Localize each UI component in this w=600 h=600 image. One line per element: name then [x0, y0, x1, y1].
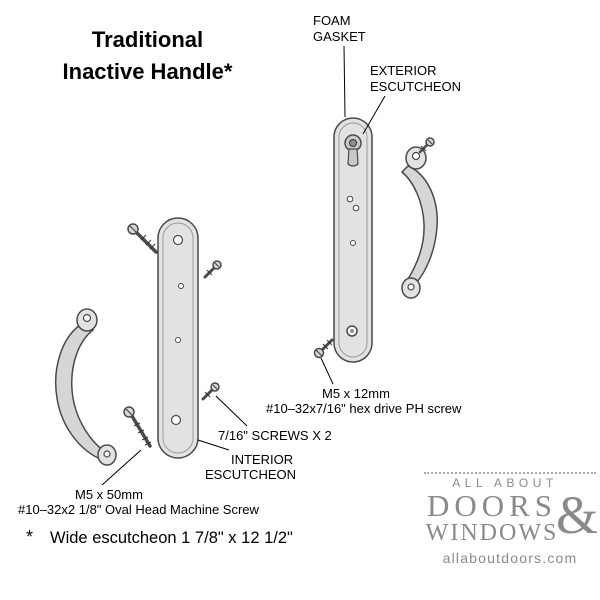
interior-top-machine-screw — [127, 223, 158, 254]
exterior-escutcheon-label: EXTERIOR ESCUTCHEON — [370, 63, 461, 94]
foam-gasket-label-line1: FOAM — [313, 13, 351, 28]
logo-windows-text: WINDOWS — [425, 520, 559, 547]
screws-716-leader-line — [215, 395, 248, 427]
exterior-escutcheon-plate — [333, 117, 373, 363]
interior-escutcheon-label-line1: INTERIOR — [231, 452, 294, 467]
leader-lines — [101, 45, 386, 486]
interior-escutcheon-label-line2: ESCUTCHEON — [205, 467, 297, 482]
exterior-handle — [400, 146, 438, 299]
m5x50-label-line2: #10–32x2 1/8" Oval Head Machine Screw — [18, 502, 259, 517]
interior-handle — [54, 308, 117, 466]
foam-gasket-leader-line — [343, 45, 346, 118]
m5x50-leader-line — [101, 449, 142, 486]
all-about-doors-logo: ALL ABOUT DOORS WINDOWS & allaboutdoors.… — [424, 472, 598, 566]
exterior-escutcheon-label-line2: ESCUTCHEON — [370, 78, 462, 94]
footnote-text: Wide escutcheon 1 7/8" x 12 1/2" — [50, 529, 293, 547]
interior-escutcheon-plate — [157, 217, 199, 459]
m5x12-label-line2: #10–32x7/16" hex drive PH screw — [266, 401, 462, 416]
exterior-escutcheon-leader-line — [362, 95, 386, 135]
logo-wordmark: DOORS WINDOWS & — [424, 485, 598, 547]
exterior-handle-top-screw — [418, 137, 435, 154]
footnote-marker: * — [26, 527, 34, 547]
page-title-line1: Traditional — [91, 27, 204, 52]
page-title: Traditional Inactive Handle* — [25, 24, 270, 88]
interior-upper-7-16-screw — [203, 260, 222, 279]
m5x12-leader-line — [320, 357, 334, 385]
interior-bottom-m5x50-screw — [123, 406, 152, 448]
logo-tagline: ALL ABOUT — [424, 472, 596, 490]
exterior-escutcheon-label-line1: EXTERIOR — [370, 63, 437, 78]
page-title-line2: Inactive Handle* — [62, 58, 233, 84]
foam-gasket-label-line2: GASKET — [313, 28, 366, 44]
interior-lower-7-16-screw — [201, 382, 220, 401]
logo-ampersand: & — [555, 485, 598, 545]
screws-716-label: 7/16" SCREWS X 2 — [218, 428, 332, 443]
m5x50-label-line1: M5 x 50mm — [75, 487, 143, 502]
footnote: * Wide escutcheon 1 7/8" x 12 1/2" — [26, 527, 293, 548]
interior-escutcheon-leader-line — [197, 439, 230, 451]
foam-gasket-label: FOAM GASKET — [313, 13, 366, 44]
exterior-m5x12-screw — [313, 338, 334, 359]
m5x12-label-line1: M5 x 12mm — [322, 386, 390, 401]
logo-doors-text: DOORS — [426, 488, 558, 523]
logo-website-url: allaboutdoors.com — [442, 549, 578, 566]
